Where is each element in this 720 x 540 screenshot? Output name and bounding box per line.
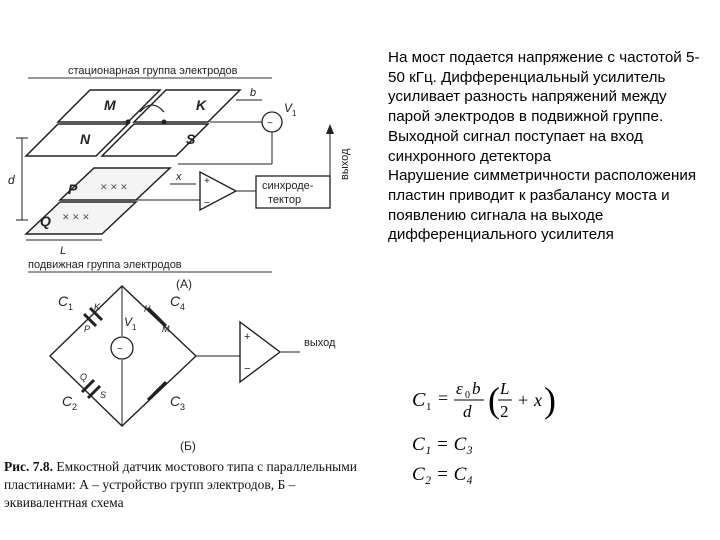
formula-3: C₂ = C₄	[412, 464, 473, 485]
f1-lparen: (	[488, 380, 500, 420]
label-k: K	[196, 97, 207, 113]
paragraph-1: На мост подается напряжение с частотой 5…	[388, 49, 700, 165]
detector-line-1: синхроде-	[262, 180, 314, 192]
fig-a-minus: −	[204, 198, 210, 209]
c1-sub: 1	[68, 302, 73, 312]
c2-sub: 2	[72, 402, 77, 412]
c3-sub: 3	[180, 402, 185, 412]
fig-a-source-sub: 1	[292, 109, 297, 118]
fig-a-source: V	[284, 101, 293, 115]
node-n: N	[144, 304, 151, 314]
capacitor-c2-plate	[86, 384, 102, 400]
capacitor-c1-plate	[88, 306, 104, 322]
f1-lhs-sub: 1	[426, 401, 432, 413]
capacitor-c4-plate	[152, 312, 168, 328]
c4-sub: 4	[180, 302, 185, 312]
caption-text: Емкостной датчик мостового типа с паралл…	[4, 459, 358, 510]
node-k: K	[94, 302, 101, 312]
node-m: M	[162, 324, 170, 334]
sync-detector-box	[255, 175, 331, 209]
f1-L: L	[499, 379, 509, 398]
fig-b-plus: +	[244, 331, 250, 343]
f1-lhs: C	[412, 389, 426, 411]
label-s: S	[186, 131, 196, 147]
fig-a-title: стационарная группа электродов	[68, 65, 238, 77]
capacitor-c1-plate	[82, 312, 98, 328]
figure-caption: Рис. 7.8. Емкостной датчик мостового тип…	[4, 458, 364, 512]
amplifier-b-icon	[239, 320, 282, 384]
f1-d: d	[463, 402, 472, 421]
plate-q	[24, 201, 138, 235]
node-s: S	[100, 390, 106, 400]
fig-a-plus: +	[204, 176, 210, 187]
formulas-svg: C 1 = ε 0 b d ( L 2 + x ) C₁ = C₃ C₂ = C…	[412, 379, 556, 485]
figure-svg: стационарная группа электродов M K N S b…	[8, 65, 351, 453]
contact-dot	[125, 119, 131, 125]
fig-a-tag: (А)	[176, 277, 192, 291]
capacitor-c3-plate	[152, 380, 168, 396]
c4: C	[170, 293, 181, 309]
f1-rparen: )	[544, 380, 556, 420]
c3: C	[170, 393, 181, 409]
f1-b: b	[472, 379, 481, 398]
plate-s	[100, 123, 210, 157]
formulas: C 1 = ε 0 b d ( L 2 + x ) C₁ = C₃ C₂ = C…	[412, 372, 632, 492]
c1: C	[58, 293, 69, 309]
dim-d: d	[8, 173, 15, 187]
caption-label: Рис. 7.8.	[4, 459, 54, 474]
fig-b-tag: (Б)	[180, 439, 196, 453]
label-n: N	[80, 131, 91, 147]
dim-x: x	[175, 171, 182, 183]
f1-x: x	[533, 390, 542, 410]
description-text: На мост подается напряжение с частотой 5…	[388, 48, 708, 245]
label-q: Q	[40, 213, 51, 229]
dim-l: L	[60, 245, 66, 257]
output-arrow-icon	[326, 124, 334, 134]
formula-2: C₁ = C₃	[412, 434, 473, 455]
source-symbol: ~	[267, 118, 273, 129]
fig-b-source-sub: 1	[132, 323, 137, 332]
paragraph-2: Нарушение симметричности расположения пл…	[388, 167, 697, 244]
f1-eq: =	[438, 388, 448, 408]
plate-n	[24, 123, 130, 157]
plate-k	[132, 89, 242, 123]
capacitor-c2-plate	[80, 378, 96, 394]
source-symbol: ~	[117, 344, 123, 355]
node-q: Q	[80, 372, 87, 382]
fig-a-bottom-label: подвижная группа электродов	[28, 259, 182, 271]
fig-b-output: выход	[304, 337, 336, 349]
f1-eps: ε	[456, 379, 463, 398]
dim-b: b	[250, 87, 256, 99]
fig-b-minus: −	[244, 363, 250, 375]
connection-arc	[139, 104, 165, 113]
f1-eps-sub: 0	[465, 390, 470, 401]
node-p: P	[84, 324, 90, 334]
detector-line-2: тектор	[268, 194, 301, 206]
label-m: M	[104, 97, 116, 113]
f1-2: 2	[500, 402, 509, 421]
bridge-source-icon	[110, 336, 134, 360]
label-p: P	[68, 181, 78, 197]
plate-texture: ✕ ✕ ✕	[62, 212, 90, 222]
c2: C	[62, 393, 73, 409]
plate-texture: ✕ ✕ ✕	[100, 182, 128, 192]
contact-dot	[161, 119, 167, 125]
fig-b-source: V	[124, 315, 133, 329]
fig-a-output: выход	[339, 148, 351, 180]
figure-diagram: стационарная группа электродов M K N S b…	[0, 60, 370, 520]
f1-plus: +	[518, 390, 528, 410]
amplifier-a-icon	[199, 170, 238, 212]
